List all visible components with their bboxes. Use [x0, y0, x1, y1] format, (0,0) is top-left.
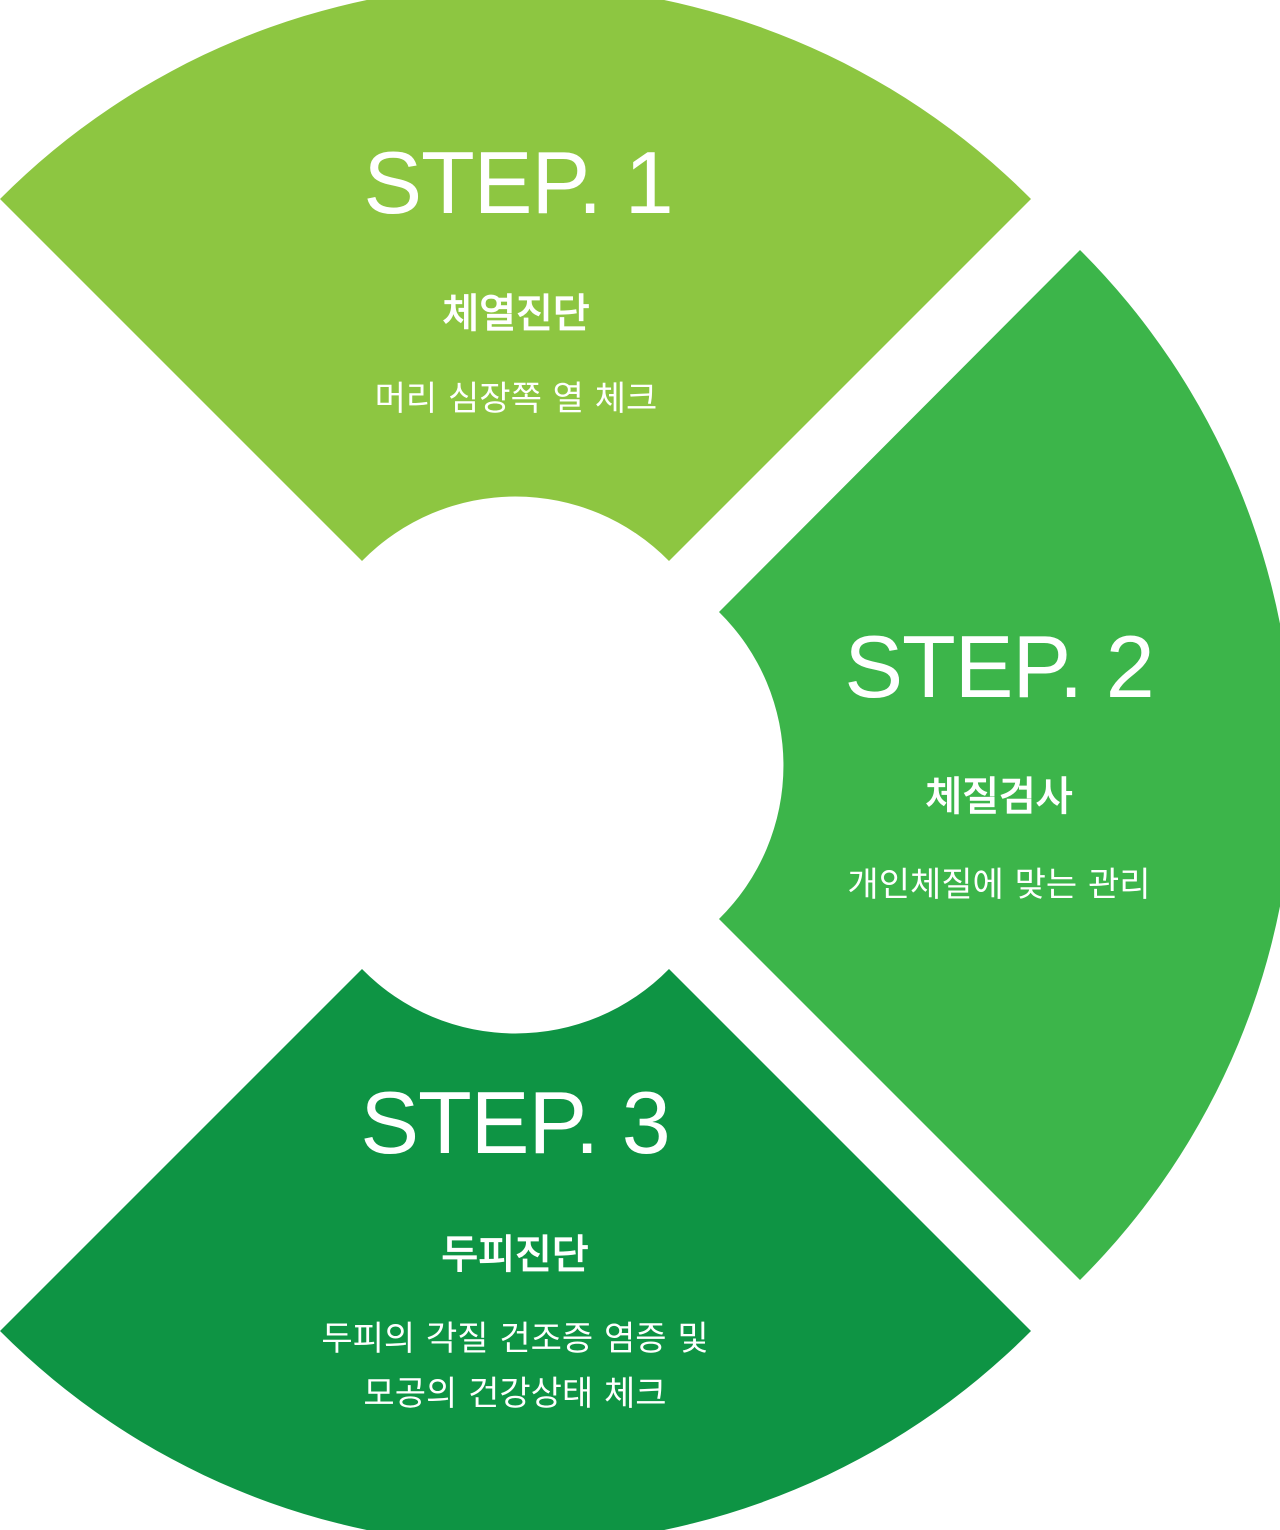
- step-2-description: 개인체질에 맞는 관리: [847, 865, 1150, 905]
- step-2-title: 체질검사: [925, 774, 1072, 820]
- step-2-number: STEP. 2: [844, 617, 1153, 716]
- step-1-shape: [0, 0, 1031, 561]
- step-2-segment: STEP. 2 체질검사 개인체질에 맞는 관리: [719, 250, 1280, 1280]
- step-3-title: 두피진단: [441, 1232, 588, 1278]
- step-3-segment: STEP. 3 두피진단 두피의 각질 건조증 염증 및 모공의 건강상태 체크: [0, 969, 1031, 1530]
- step-1-number: STEP. 1: [363, 133, 672, 232]
- step-3-description-line-1: 두피의 각질 건조증 염증 및: [321, 1319, 708, 1359]
- step-3-shape: [0, 969, 1031, 1530]
- step-3-number: STEP. 3: [360, 1073, 669, 1172]
- step-1-title: 체열진단: [442, 291, 589, 337]
- step-2-shape: [719, 250, 1280, 1280]
- step-1-description: 머리 심장쪽 열 체크: [375, 379, 658, 419]
- step-3-description-line-2: 모공의 건강상태 체크: [363, 1374, 666, 1414]
- step-1-segment: STEP. 1 체열진단 머리 심장쪽 열 체크: [0, 0, 1031, 561]
